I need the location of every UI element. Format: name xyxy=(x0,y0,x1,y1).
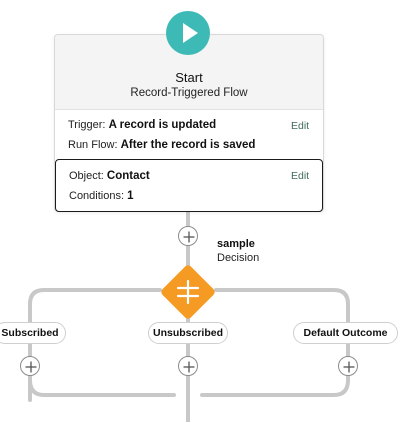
trigger-value: A record is updated xyxy=(108,119,217,131)
run-flow-row: Run Flow: After the record is saved xyxy=(68,139,255,151)
run-flow-label: Run Flow: xyxy=(68,139,118,151)
start-node-title: Start xyxy=(175,70,203,85)
start-node-subtitle: Record-Triggered Flow xyxy=(130,87,248,99)
plus-icon[interactable] xyxy=(20,356,40,376)
branch-default-outcome[interactable]: Default Outcome xyxy=(293,322,398,344)
plus-icon[interactable] xyxy=(178,356,198,376)
trigger-edit-link[interactable]: Edit xyxy=(291,120,310,132)
decision-icon[interactable] xyxy=(158,262,218,322)
object-conditions-box[interactable]: Object: Contact Edit Conditions: 1 xyxy=(55,159,323,212)
branch-unsubscribed[interactable]: Unsubscribed xyxy=(148,322,228,344)
object-edit-link[interactable]: Edit xyxy=(291,170,310,182)
plus-icon[interactable] xyxy=(338,356,358,376)
run-flow-value: After the record is saved xyxy=(120,139,256,151)
conditions-label: Conditions: xyxy=(69,190,125,202)
play-icon xyxy=(166,11,210,55)
decision-name: sample xyxy=(217,238,255,250)
conditions-value: 1 xyxy=(127,190,134,202)
plus-icon[interactable] xyxy=(178,226,198,246)
trigger-label: Trigger: xyxy=(68,119,106,131)
conditions-row: Conditions: 1 xyxy=(69,190,134,202)
trigger-row: Trigger: A record is updated xyxy=(68,119,216,131)
object-row: Object: Contact xyxy=(69,170,150,182)
branch-subscribed[interactable]: Subscribed xyxy=(0,322,66,344)
start-node-card[interactable]: Start Record-Triggered Flow Trigger: A r… xyxy=(54,34,324,212)
decision-type: Decision xyxy=(217,252,260,264)
object-value: Contact xyxy=(106,170,150,182)
object-label: Object: xyxy=(69,170,104,182)
